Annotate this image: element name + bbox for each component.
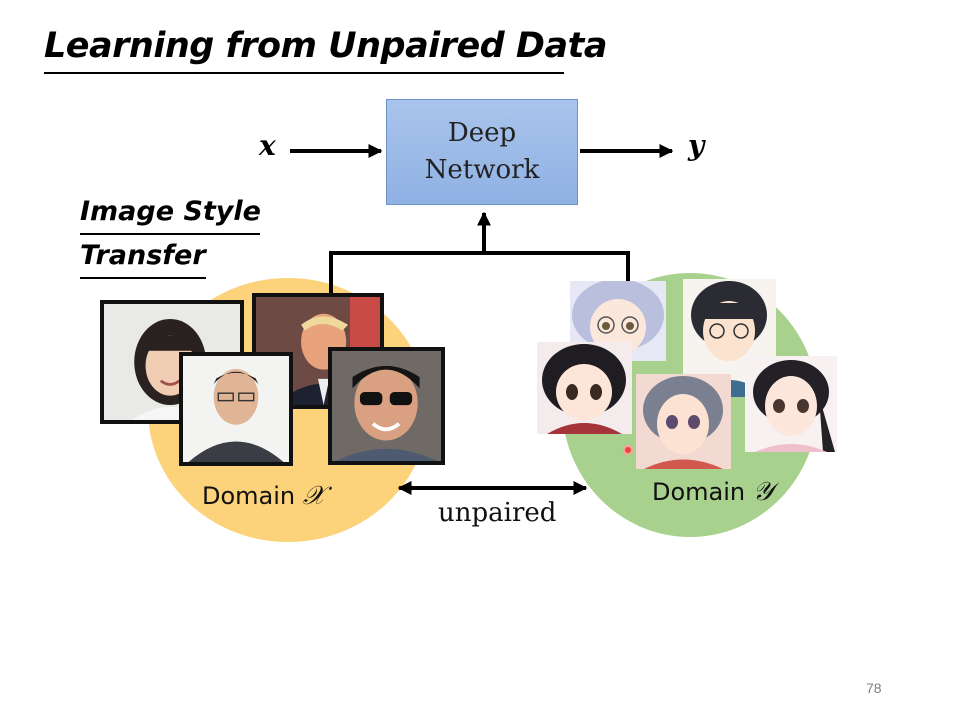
deep-network-box: Deep Network [386,99,578,205]
subtitle-line-1: Image Style [80,196,261,227]
input-variable: x [259,129,276,162]
subtitle-underline-2 [80,277,206,279]
output-variable: y [688,129,705,162]
anime-image-boy [683,279,776,397]
face-photo-man-glasses [179,352,293,466]
domain-y-symbol: 𝒴 [752,477,774,507]
anime-image-grey-hair-girl [636,374,731,469]
network-label-line-2: Network [424,155,540,185]
domain-x-symbol: 𝒳 [302,481,326,511]
subtitle-line-2: Transfer [80,240,206,271]
domain-y-label: Domain 𝒴 [652,477,773,508]
data-connector [329,251,630,300]
domain-x-text: Domain [202,482,296,510]
unpaired-label: unpaired [438,498,557,528]
anime-image-twin-tail-girl [745,356,837,452]
laser-pointer-dot [623,445,633,455]
subtitle-underline-1 [80,233,260,235]
domain-x-label: Domain 𝒳 [202,481,325,512]
title-underline [44,72,564,74]
network-label-line-1: Deep [447,118,517,148]
face-photo-man-sunglasses [328,347,445,465]
slide-title: Learning from Unpaired Data [44,26,607,66]
anime-image-dark-hair-girl [537,342,632,434]
page-number: 78 [866,680,882,696]
domain-y-text: Domain [652,478,746,506]
